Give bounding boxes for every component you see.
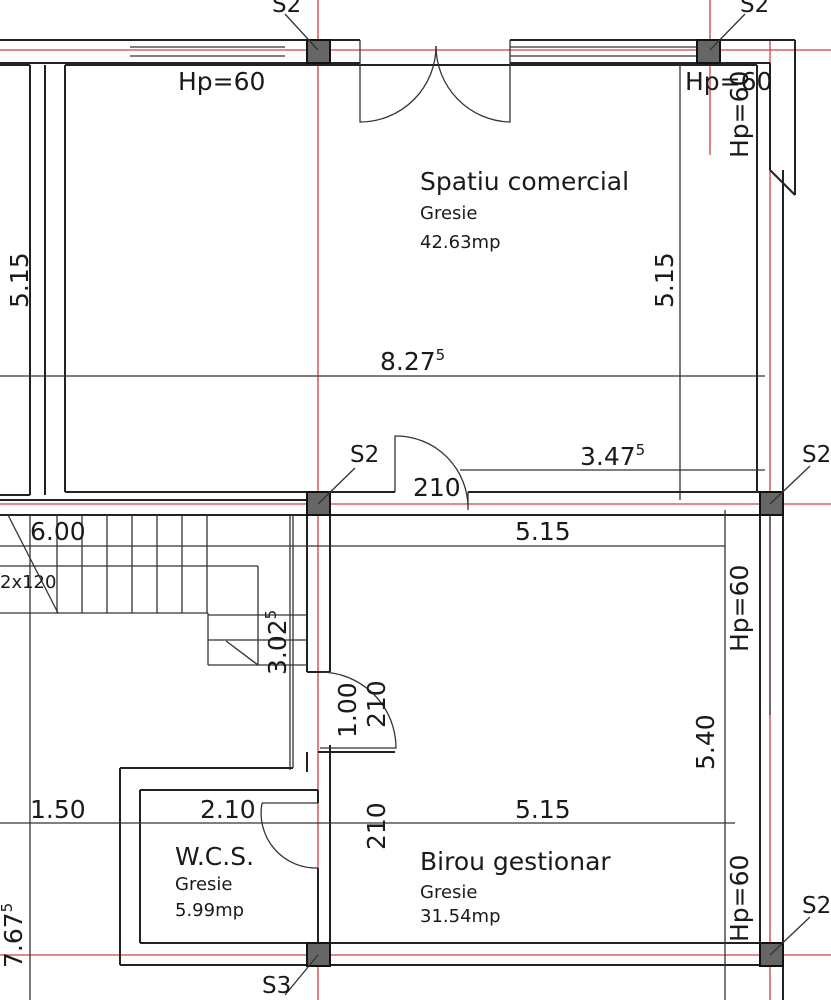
room-area-birou: 31.54mp bbox=[420, 906, 501, 927]
room-floor-birou: Gresie bbox=[420, 882, 477, 903]
dim-wcs-door: 210 bbox=[362, 802, 391, 850]
dim-hp-top-left: Hp=60 bbox=[178, 67, 265, 96]
column-label-top-left: S2 bbox=[272, 0, 301, 18]
dim-left-515: 5.15 bbox=[5, 252, 34, 308]
room-name-birou: Birou gestionar bbox=[420, 847, 611, 876]
dim-hp-birou-lower: Hp=60 bbox=[725, 855, 754, 942]
doors bbox=[260, 40, 511, 869]
room-area-wcs: 5.99mp bbox=[175, 900, 244, 921]
dim-stair-120: 2x120 bbox=[0, 572, 56, 593]
room-name-spatiu: Spatiu comercial bbox=[420, 167, 629, 196]
column-label-middle-right: S2 bbox=[802, 442, 831, 468]
walls bbox=[0, 39, 796, 1000]
dim-door-width: 1.00 bbox=[333, 682, 362, 738]
column-label-bottom-left: S3 bbox=[262, 973, 291, 999]
dim-spatiu-width: 8.275 bbox=[380, 346, 445, 376]
dim-spatiu-height: 5.15 bbox=[650, 252, 679, 308]
dim-door-210-top: 210 bbox=[413, 473, 461, 502]
dim-stair-600: 6.00 bbox=[30, 517, 86, 546]
dim-hp-right-vertical: Hp=60 bbox=[725, 71, 754, 158]
dim-door-offset: 3.475 bbox=[580, 441, 645, 471]
dim-total-height: 7.675 bbox=[0, 903, 28, 968]
dim-door-height: 210 bbox=[362, 680, 391, 728]
dim-wcs-width: 2.10 bbox=[200, 795, 256, 824]
column-label-bottom-right: S2 bbox=[802, 893, 831, 919]
dim-hp-top-right: Hp=60 bbox=[685, 67, 772, 96]
dim-hp-birou-upper: Hp=60 bbox=[725, 565, 754, 652]
column-bottom-left bbox=[306, 942, 331, 967]
column-top-left bbox=[306, 39, 331, 64]
dimension-lines bbox=[0, 65, 765, 1000]
dim-birou-height: 5.40 bbox=[691, 714, 720, 770]
columns bbox=[284, 13, 811, 996]
column-label-top-right: S2 bbox=[740, 0, 769, 18]
dim-birou-top-width: 5.15 bbox=[515, 517, 571, 546]
room-floor-spatiu: Gresie bbox=[420, 203, 477, 224]
room-floor-wcs: Gresie bbox=[175, 874, 232, 895]
dim-stair-height: 3.025 bbox=[262, 610, 292, 675]
dim-left-150: 1.50 bbox=[30, 795, 86, 824]
room-name-wcs: W.C.S. bbox=[175, 842, 254, 871]
dim-birou-width: 5.15 bbox=[515, 795, 571, 824]
column-label-middle: S2 bbox=[350, 442, 379, 468]
room-area-spatiu: 42.63mp bbox=[420, 232, 501, 253]
